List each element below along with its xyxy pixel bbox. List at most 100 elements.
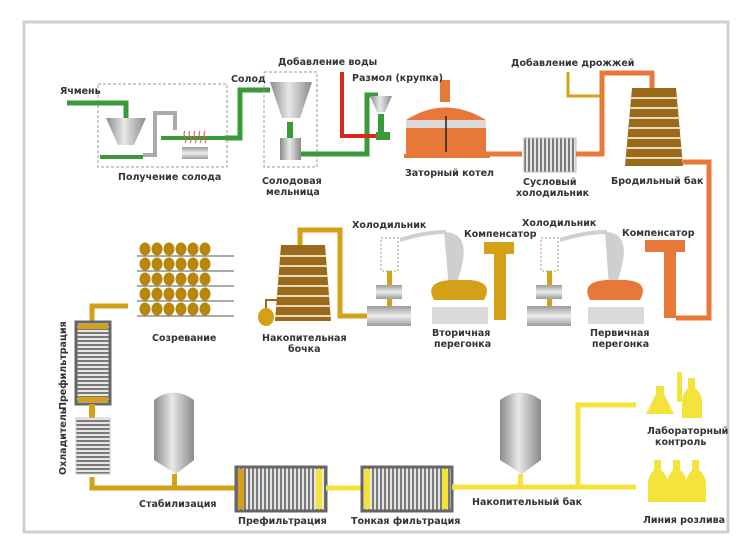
storage-cask bbox=[258, 245, 331, 326]
label-maturation: Созревание bbox=[152, 333, 216, 344]
bottle-icon bbox=[686, 460, 706, 502]
bottle-icon bbox=[648, 460, 668, 502]
label-fermenter: Бродильный бак bbox=[611, 176, 704, 187]
wort-cooler-body bbox=[523, 137, 577, 173]
malt-mill bbox=[263, 71, 370, 168]
barrel-icon bbox=[187, 242, 199, 256]
secondary-still bbox=[399, 230, 514, 324]
barrel-icon bbox=[175, 287, 187, 301]
primary-still-lyne-arm bbox=[559, 230, 608, 242]
vertical-prefilter-top bbox=[78, 324, 108, 329]
barrel-icon bbox=[199, 242, 211, 256]
mill-out-pipe bbox=[301, 126, 370, 157]
label-bottling-line: Линия розлива bbox=[643, 515, 725, 526]
kiln-base bbox=[182, 147, 208, 159]
label-primary-2: перегонка bbox=[592, 339, 649, 350]
fermenter-out-pipe bbox=[676, 159, 712, 321]
label-wort-cooler-1: Сусловый bbox=[523, 177, 577, 188]
primary-still-pot bbox=[587, 280, 643, 300]
stabilization-tank-body bbox=[154, 392, 194, 474]
horizontal-prefilter bbox=[234, 465, 362, 513]
barrel-icon bbox=[187, 257, 199, 271]
label-primary-1: Первичная bbox=[590, 328, 649, 339]
condenser-a-receiver bbox=[367, 306, 411, 326]
lab-equipment bbox=[646, 372, 702, 418]
barrel-icon bbox=[175, 272, 187, 286]
chiller-out-pipe bbox=[89, 477, 240, 491]
mash-tun-chimney bbox=[440, 80, 450, 102]
barrel-icon bbox=[199, 257, 211, 271]
barrel-icon bbox=[139, 287, 151, 301]
storage-cask-stripes bbox=[275, 255, 331, 317]
condenser-a-meter bbox=[376, 285, 402, 299]
label-malt-mill-2: мельница bbox=[266, 187, 320, 198]
label-secondary-2: перегонка bbox=[434, 339, 491, 350]
label-add-yeast: Добавление дрожжей bbox=[511, 58, 634, 69]
label-compensator-a: Компенсатор bbox=[464, 229, 537, 240]
barrel-icon bbox=[175, 302, 187, 316]
grist-hopper bbox=[364, 92, 392, 140]
condenser-b-coil-box bbox=[540, 237, 559, 272]
lab-branch-pipe bbox=[575, 402, 636, 487]
label-mash-tun: Заторный котел bbox=[405, 168, 494, 179]
primary-still-heater bbox=[588, 307, 644, 324]
mill-grinder bbox=[280, 138, 301, 160]
vertical-prefilter-body bbox=[74, 320, 112, 406]
primary-still bbox=[559, 230, 685, 324]
diagram-box bbox=[22, 20, 730, 534]
prefilter-to-chiller bbox=[89, 404, 95, 418]
barrel-icon bbox=[199, 302, 211, 316]
barrel-icon bbox=[151, 257, 163, 271]
spirit-to-cask-pipe bbox=[297, 227, 367, 319]
barrel-icon bbox=[163, 287, 175, 301]
mash-tun bbox=[404, 80, 522, 158]
fine-filter-right-cap bbox=[442, 469, 448, 509]
kiln-heat-coil bbox=[183, 130, 207, 144]
label-malt-mill-1: Солодовая bbox=[262, 176, 322, 187]
barrel-icon bbox=[187, 272, 199, 286]
label-prefiltration-vertical: Префильтрация bbox=[58, 321, 69, 410]
label-lab-control-1: Лабораторный bbox=[647, 426, 728, 437]
barrel-icon bbox=[175, 257, 187, 271]
malt-hopper bbox=[106, 118, 146, 145]
barrel-icon bbox=[139, 272, 151, 286]
fermenter bbox=[625, 88, 712, 321]
barrel-icon bbox=[139, 302, 151, 316]
prefilter-body bbox=[234, 465, 328, 513]
secondary-still-heater bbox=[432, 307, 488, 324]
malt-pipe bbox=[225, 87, 270, 141]
stabilization-tank-outlet bbox=[172, 474, 177, 488]
label-cooler-b: Холодильник bbox=[522, 218, 597, 229]
barrel-icon bbox=[163, 257, 175, 271]
label-chiller: Охладитель bbox=[58, 408, 69, 475]
condenser-a-coil-box bbox=[380, 237, 399, 272]
fine-filter bbox=[360, 465, 636, 513]
yeast-pipe bbox=[566, 72, 602, 98]
label-secondary-1: Вторичная bbox=[432, 328, 490, 339]
barley-pipe bbox=[67, 100, 129, 118]
label-fine-filtration: Тонкая фильтрация bbox=[351, 516, 460, 527]
water-pipe bbox=[340, 72, 376, 138]
label-lab-control-2: контроль bbox=[655, 437, 706, 448]
label-wort-cooler-2: холодильник bbox=[516, 188, 590, 199]
barrel-icon bbox=[163, 272, 175, 286]
label-malting: Получение солода bbox=[118, 172, 221, 183]
label-stabilization: Стабилизация bbox=[139, 499, 217, 510]
storage-tank-body bbox=[500, 392, 541, 474]
lab-test-tube-icon bbox=[677, 372, 682, 402]
secondary-still-pot bbox=[431, 280, 487, 300]
fermenter-stripes bbox=[626, 97, 683, 159]
barrel-icon bbox=[199, 272, 211, 286]
storage-tank-outlet bbox=[518, 474, 523, 488]
barrel-icon bbox=[151, 272, 163, 286]
bottle-icon bbox=[667, 460, 687, 502]
mill-hopper bbox=[270, 82, 312, 118]
mash-tun-base bbox=[404, 154, 490, 158]
barrel-icon bbox=[151, 302, 163, 316]
lab-flask-icon bbox=[646, 386, 674, 414]
label-compensator-b: Компенсатор bbox=[622, 228, 695, 239]
fine-filter-left-cap bbox=[364, 469, 370, 509]
label-cooler-a: Холодильник bbox=[352, 220, 427, 231]
barrel-icon bbox=[199, 287, 211, 301]
stabilization-tank bbox=[154, 392, 194, 488]
